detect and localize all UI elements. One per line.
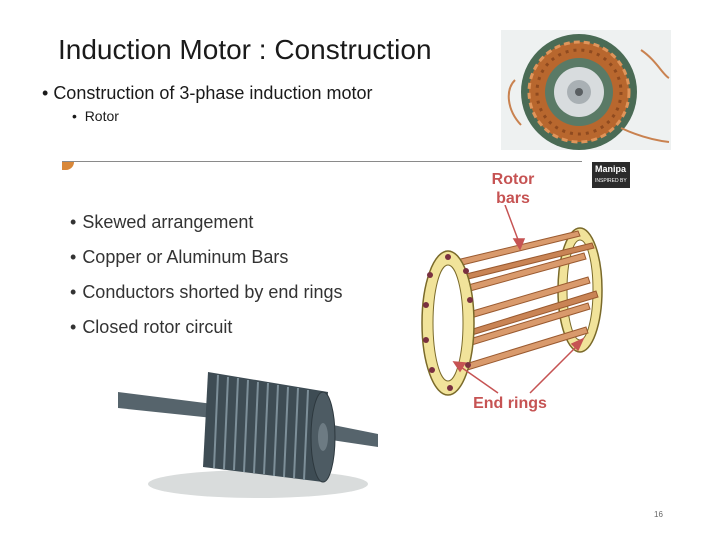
- stator-photo: [501, 30, 671, 150]
- feature-item: Closed rotor circuit: [70, 315, 342, 350]
- institution-logo: Manipa INSPIRED BY: [592, 162, 630, 188]
- feature-item: Skewed arrangement: [70, 210, 342, 245]
- squirrel-cage-diagram: [410, 205, 625, 415]
- bullet-construction-text: Construction of 3-phase induction motor: [53, 83, 372, 103]
- page-number: 16: [654, 510, 663, 519]
- rotor-bars-label: Rotor bars: [483, 170, 543, 208]
- slide-title: Induction Motor : Construction: [58, 34, 432, 66]
- feature-item: Copper or Aluminum Bars: [70, 245, 342, 280]
- bullet-construction: • Construction of 3-phase induction moto…: [42, 83, 373, 104]
- bullet-rotor: • Rotor: [72, 108, 119, 124]
- panel-divider: [62, 161, 582, 162]
- rotor-feature-list: Skewed arrangement Copper or Aluminum Ba…: [70, 210, 342, 350]
- bullet-rotor-text: Rotor: [85, 108, 119, 124]
- feature-item: Conductors shorted by end rings: [70, 280, 342, 315]
- rotor-3d-image: [118, 352, 380, 502]
